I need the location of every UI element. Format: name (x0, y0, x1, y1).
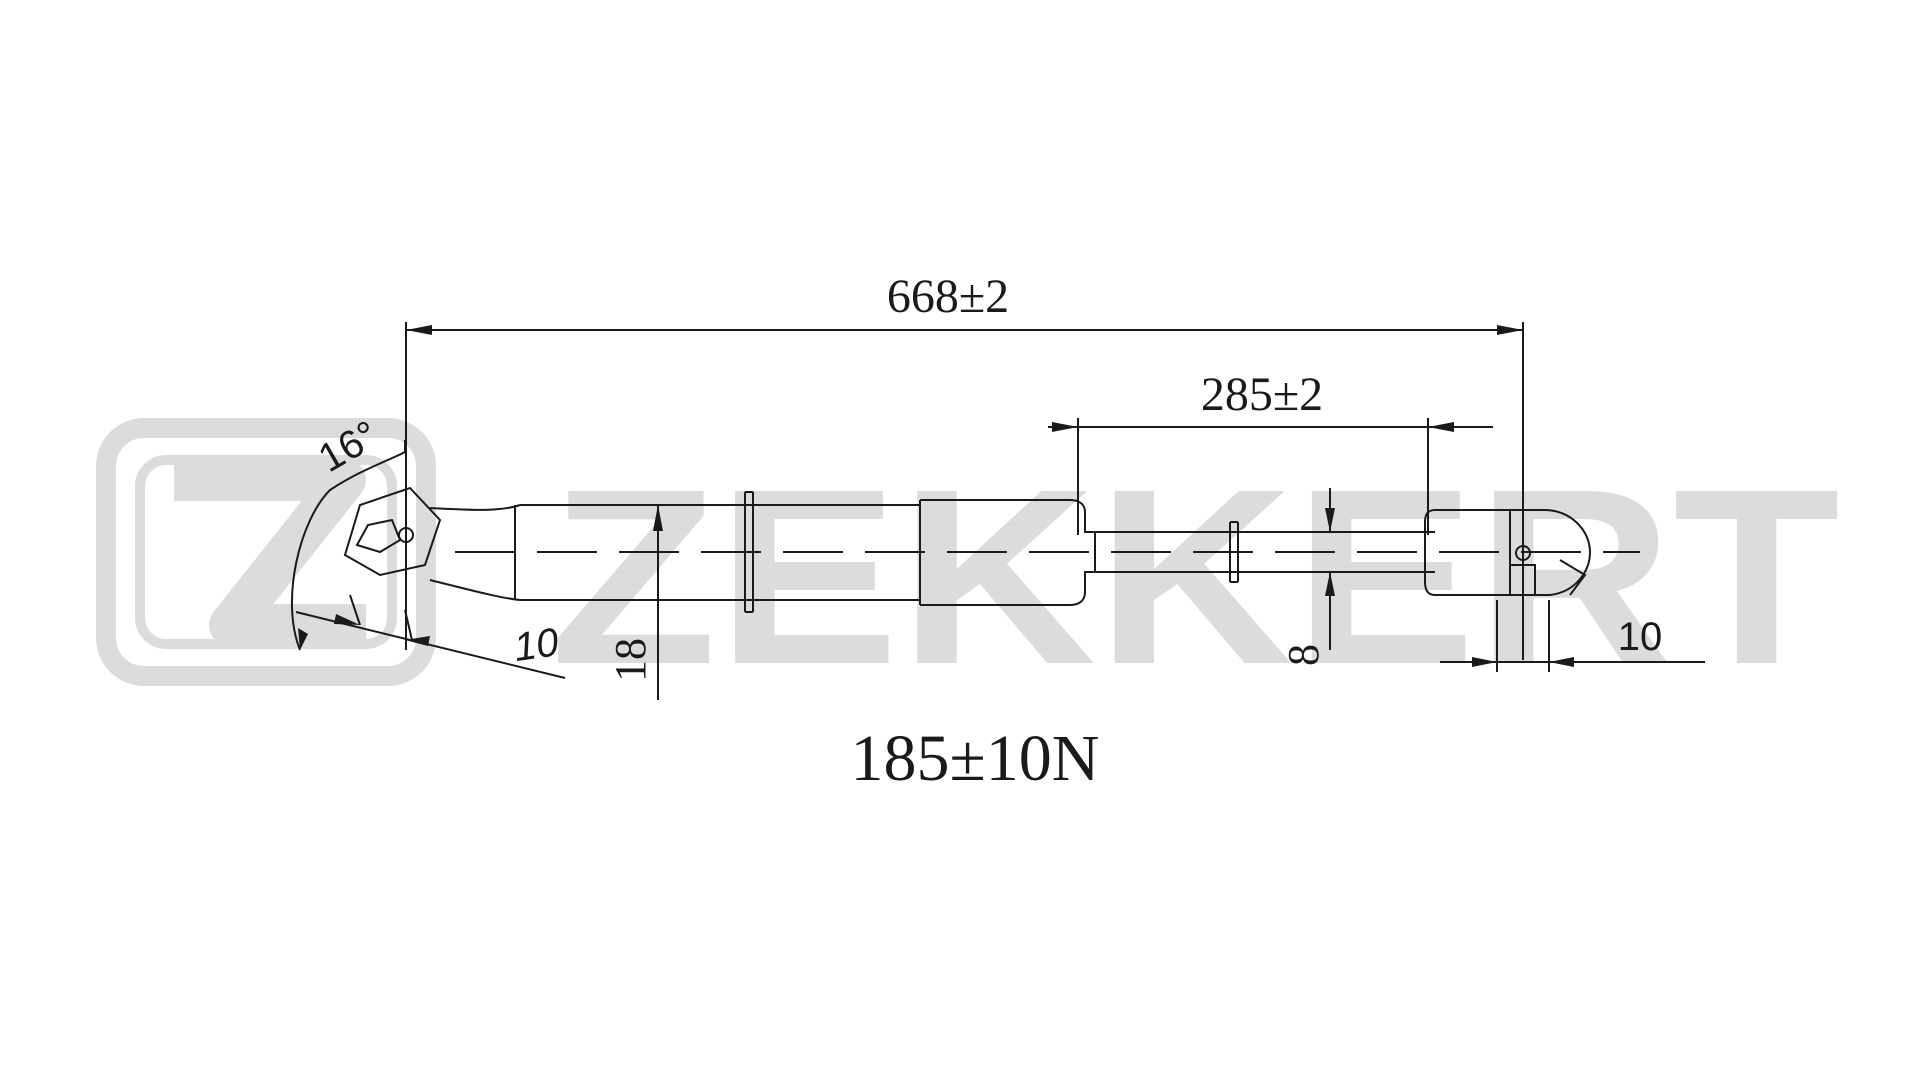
brand-watermark-text: ZEKKERT (550, 437, 1840, 716)
overall-length-label: 668±2 (887, 270, 1009, 323)
rod-diameter-label: 8 (1279, 644, 1328, 666)
body-diameter-label: 18 (606, 638, 655, 682)
force-label: 185±10N (851, 722, 1100, 795)
right-fitting-label: 10 (1618, 615, 1663, 659)
angle-arc (290, 451, 406, 651)
left-fitting-label: 10 (511, 620, 561, 670)
stroke-label: 285±2 (1201, 368, 1323, 421)
brand-logo-emblem (96, 418, 436, 686)
arrowheads (298, 325, 1574, 667)
brand-watermark: ZEKKERT (96, 418, 1840, 716)
